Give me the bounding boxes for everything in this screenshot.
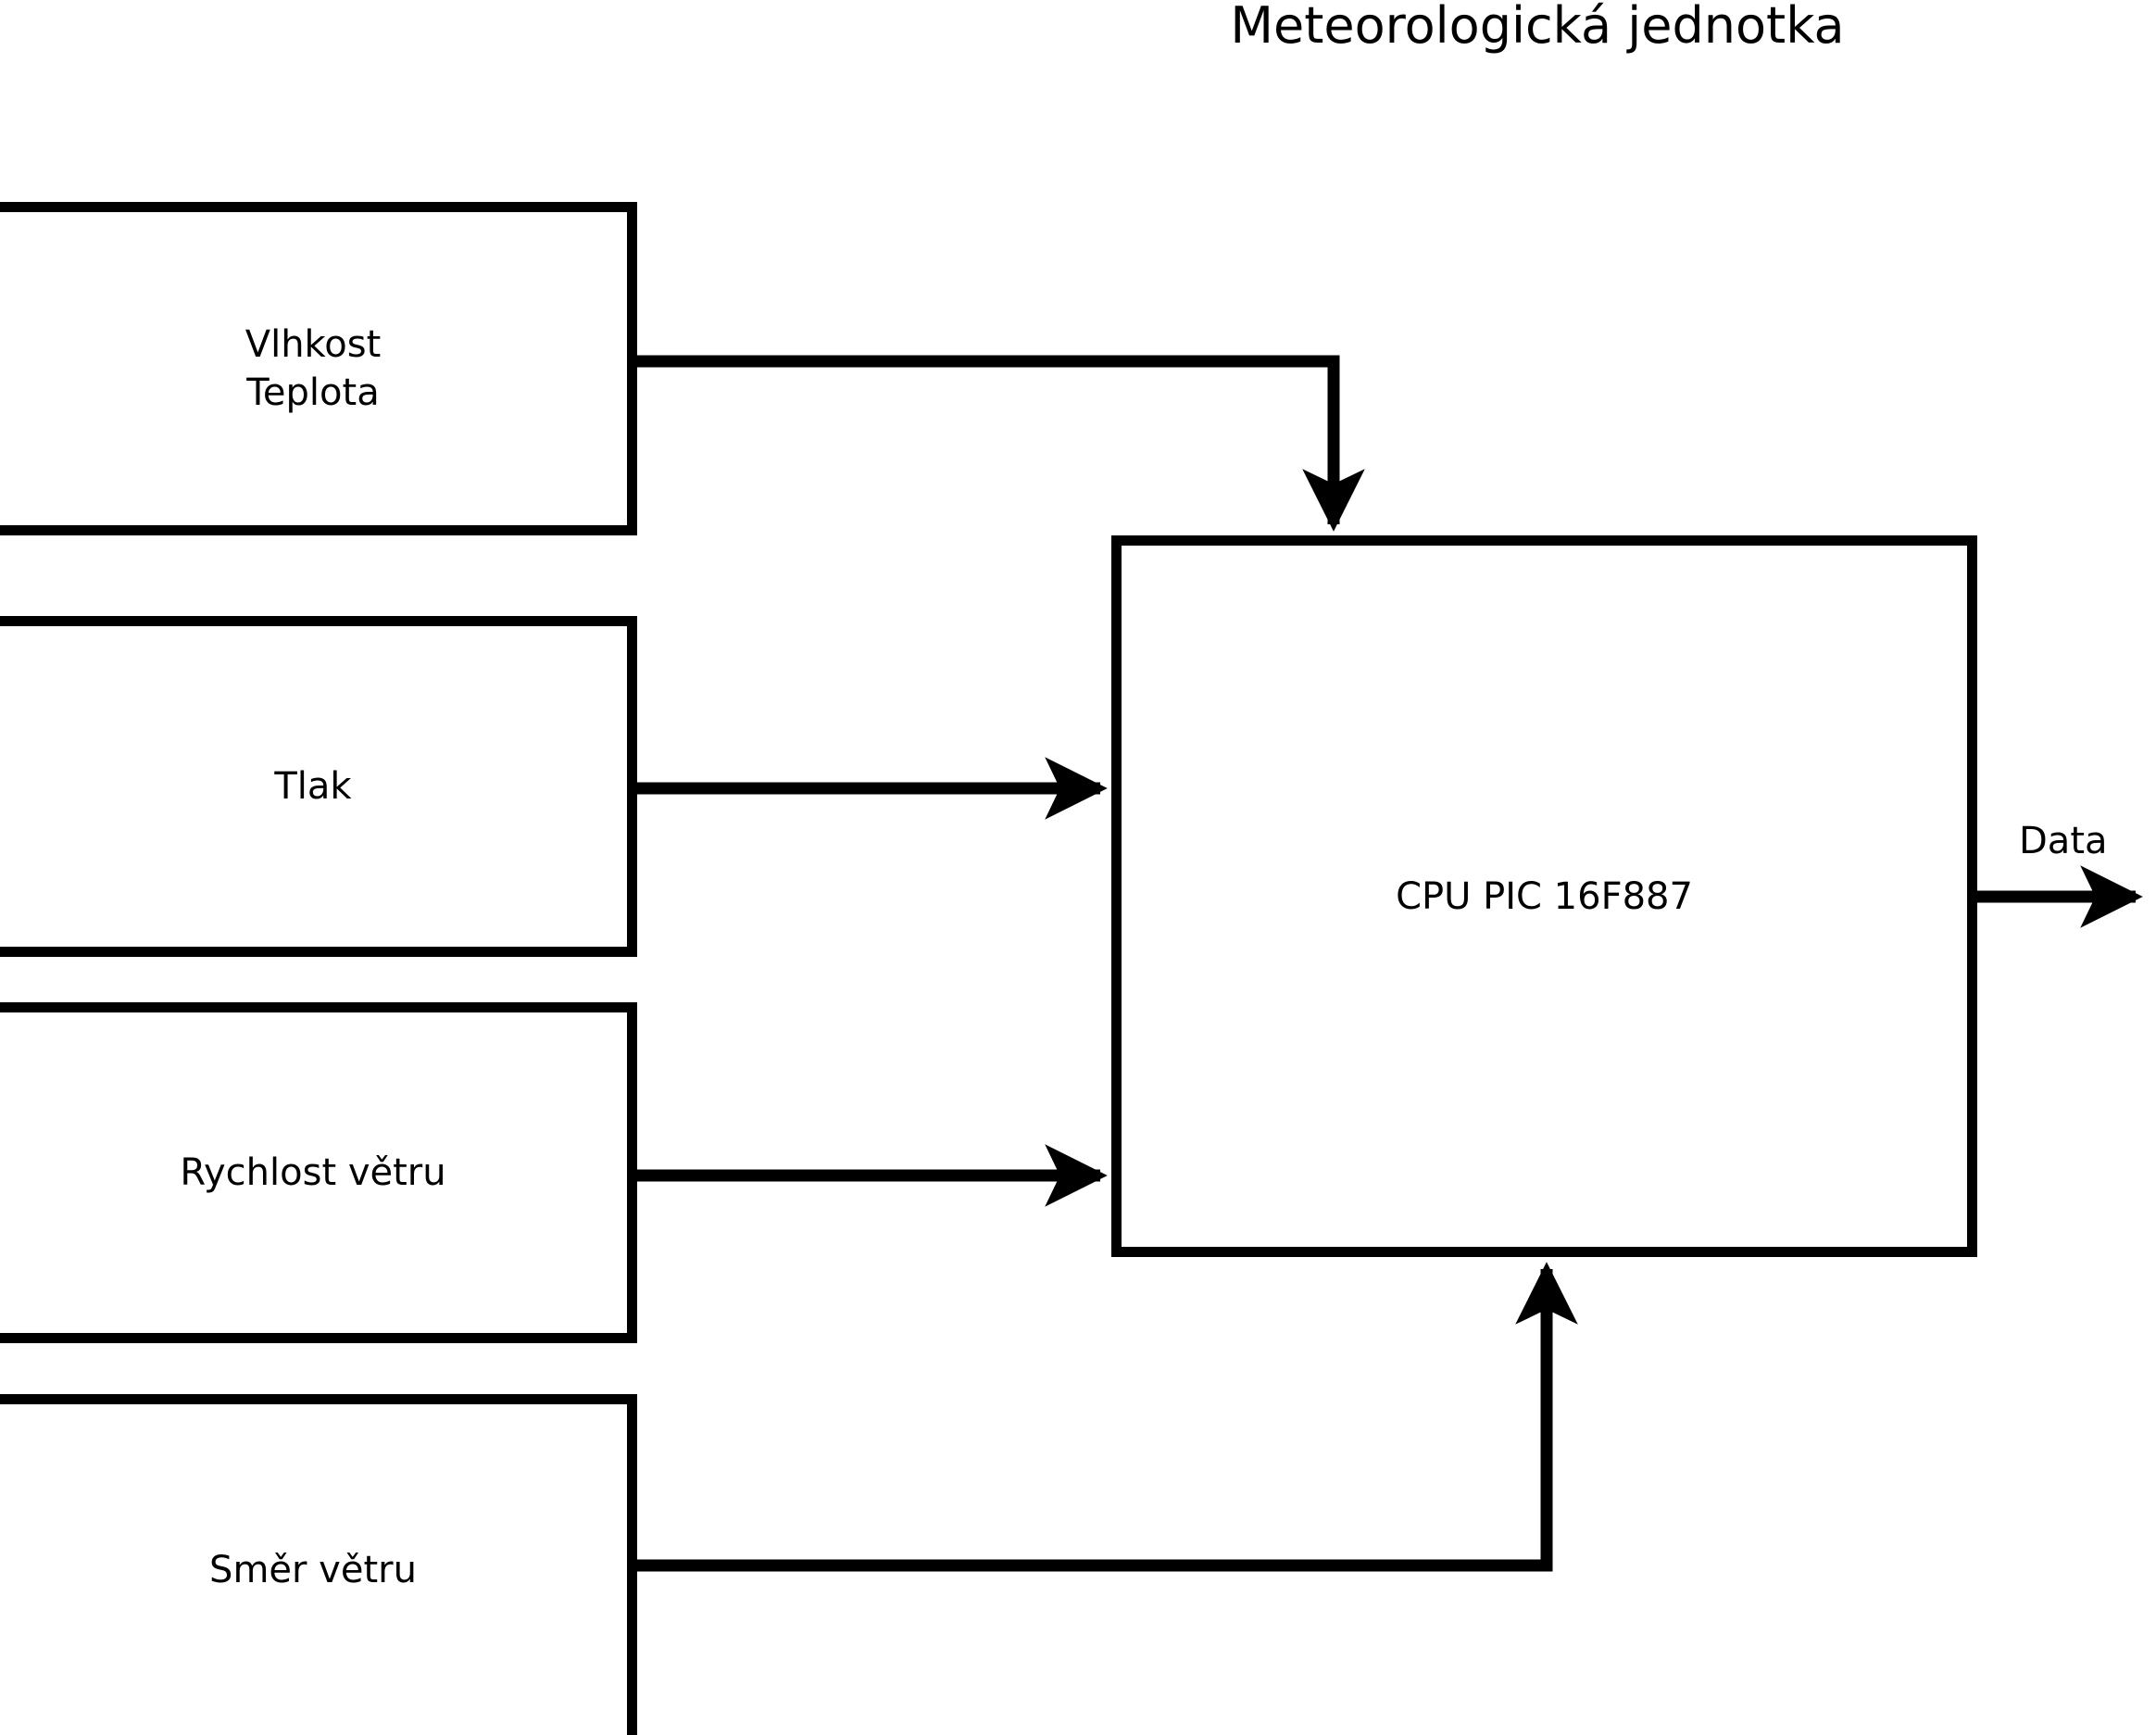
edge-label-data: Data — [2019, 820, 2108, 862]
node-cpu[interactable]: CPU PIC 16F887 — [1111, 535, 1977, 1257]
node-pressure-label: Tlak — [274, 765, 352, 808]
node-humidity-temp[interactable]: Vlhkost Teplota — [0, 202, 637, 535]
edge-humidity-to-cpu — [637, 355, 1365, 532]
node-wind-speed[interactable]: Rychlost větru — [0, 1002, 637, 1343]
page-title: Meteorologická jednotka — [1230, 0, 1845, 55]
node-pressure[interactable]: Tlak — [0, 616, 637, 957]
node-cpu-label: CPU PIC 16F887 — [1396, 874, 1693, 918]
node-wind-direction-label: Směr větru — [209, 1549, 417, 1591]
node-wind-direction[interactable]: Směr větru — [0, 1394, 637, 1735]
node-wind-speed-label: Rychlost větru — [180, 1151, 446, 1194]
node-humidity-temp-label: Vlhkost Teplota — [244, 323, 382, 414]
edge-winddir-to-cpu — [637, 1262, 1578, 1572]
